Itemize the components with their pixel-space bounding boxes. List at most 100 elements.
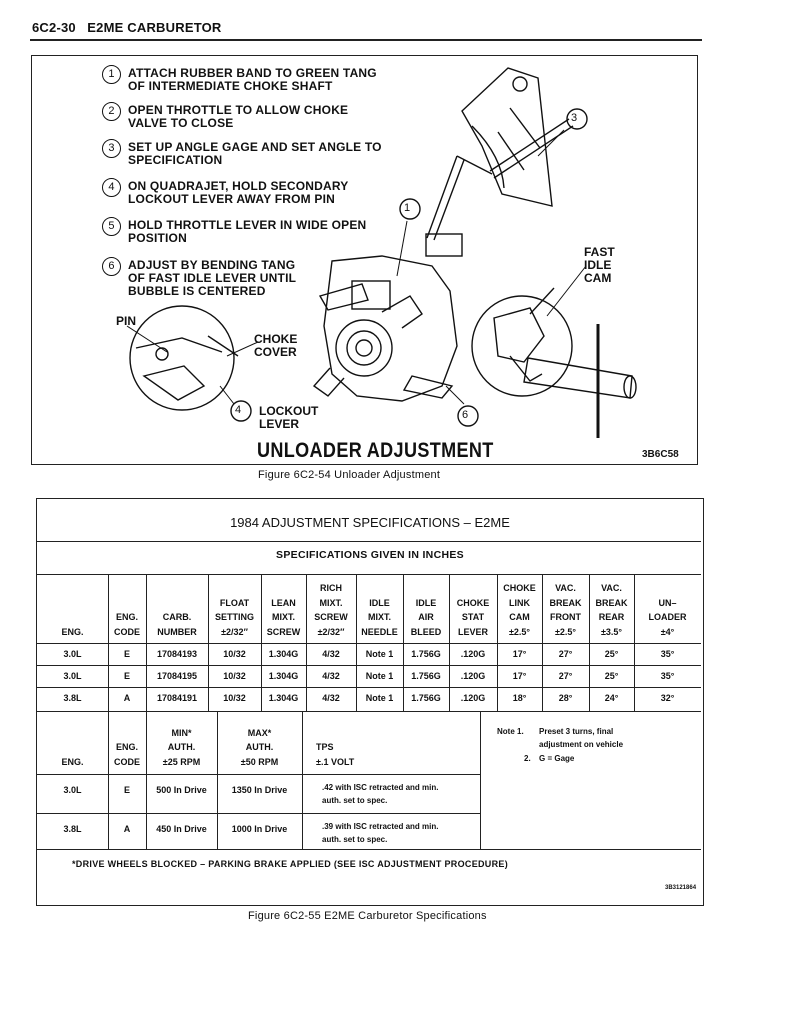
table-cell: 17° xyxy=(512,649,527,659)
note-line: Preset 3 turns, final xyxy=(539,727,614,736)
column-header-line: ENG. xyxy=(115,742,138,752)
column-header-line: MIXT. xyxy=(319,597,343,608)
table-cell: 24° xyxy=(604,693,619,703)
column-header-line: MAX* xyxy=(247,727,272,738)
label-line: CAM xyxy=(584,271,612,285)
table-cell: .120G xyxy=(460,649,486,659)
table-cell: E xyxy=(123,649,130,659)
column-header: MIN*AUTH.±25 RPM xyxy=(146,726,217,770)
step-text: BUBBLE IS CENTERED xyxy=(128,284,266,298)
label-fast-idle-cam: FAST IDLE CAM xyxy=(584,246,615,285)
step-text: HOLD THROTTLE LEVER IN WIDE OPEN xyxy=(128,218,367,232)
column-header-line: ±2.5° xyxy=(508,626,531,637)
table-cell: .120G xyxy=(460,693,486,703)
callout-3: 3 xyxy=(571,112,578,124)
table-cell: 10/32 xyxy=(223,693,246,703)
step-text: OF INTERMEDIATE CHOKE SHAFT xyxy=(128,79,333,93)
table-cell: 10/32 xyxy=(223,649,246,659)
column-header-line: ±4° xyxy=(660,626,675,637)
label-line: LEVER xyxy=(259,417,300,431)
column-header-line: SCREW xyxy=(266,626,301,637)
column-header-line: AUTH. xyxy=(167,742,196,752)
column-header-line: SETTING xyxy=(214,612,254,622)
label-line: COVER xyxy=(254,345,297,359)
table-cell: 3.8L xyxy=(63,693,82,703)
table-cell: .120G xyxy=(460,671,486,681)
column-header-line: LOADER xyxy=(648,612,687,622)
table-cell: 17° xyxy=(512,671,527,681)
table-subtitle: SPECIFICATIONS GIVEN IN INCHES xyxy=(276,549,464,561)
choke-housing xyxy=(335,319,393,377)
column-header-line: FRONT xyxy=(550,612,581,622)
step-number: 1 xyxy=(102,65,121,84)
column-header-line: CHOKE xyxy=(503,583,536,593)
callout-4: 4 xyxy=(235,404,242,416)
column-header-line: ENG. xyxy=(61,626,84,637)
step-text: OPEN THROTTLE TO ALLOW CHOKE xyxy=(128,103,349,117)
column-header: TPS±.1 VOLT xyxy=(302,740,480,769)
tps-line: auth. set to spec. xyxy=(322,835,388,844)
step-number: 2 xyxy=(102,102,121,121)
column-header-line: VAC. xyxy=(555,583,576,593)
column-header-line: BREAK xyxy=(549,597,582,608)
table-cell: 35° xyxy=(660,671,675,681)
table-cell: 4/32 xyxy=(322,671,340,681)
column-header-line: ±.1 VOLT xyxy=(316,756,355,767)
table-cell: E xyxy=(123,785,130,795)
note-line: G = Gage xyxy=(539,754,575,763)
step-6: 6 ADJUST BY BENDING TANG OF FAST IDLE LE… xyxy=(102,257,296,298)
column-header-line: VAC. xyxy=(601,583,622,593)
step-1: 1 ATTACH RUBBER BAND TO GREEN TANG OF IN… xyxy=(102,65,377,93)
column-header-line: CODE xyxy=(113,626,140,637)
step-4: 4 ON QUADRAJET, HOLD SECONDARY LOCKOUT L… xyxy=(102,178,349,206)
label-lockout-lever: LOCKOUT LEVER xyxy=(259,405,318,431)
table-cell: Note 1 xyxy=(365,671,394,681)
angle-gage xyxy=(461,67,553,207)
tps-cell: .42 with ISC retracted and min. auth. set… xyxy=(322,781,438,807)
column-header-line: ±2.5° xyxy=(554,626,577,637)
footnote: *DRIVE WHEELS BLOCKED – PARKING BRAKE AP… xyxy=(72,859,509,869)
figure-code: 3B6C58 xyxy=(642,449,679,460)
column-header-line: ENG. xyxy=(115,612,138,622)
figure-caption: Figure 6C2-54 Unloader Adjustment xyxy=(258,469,441,481)
tps-line: .42 with ISC retracted and min. xyxy=(322,783,439,792)
column-header-line: MIXT. xyxy=(271,612,295,622)
carburetor-illustration xyxy=(126,67,637,438)
column-header: MAX*AUTH.±50 RPM xyxy=(217,726,302,770)
figure-caption: Figure 6C2-55 E2ME Carburetor Specificat… xyxy=(248,910,487,922)
step-number: 4 xyxy=(102,178,121,197)
column-header-line: ±2/32″ xyxy=(317,626,345,637)
step-number: 5 xyxy=(102,217,121,236)
table-cell: 17084195 xyxy=(156,671,198,681)
table-cell: A xyxy=(123,824,131,834)
column-header-line: FLOAT xyxy=(219,597,250,608)
label-line: LOCKOUT xyxy=(259,404,319,418)
table-cell: Note 1 xyxy=(365,693,394,703)
column-header-line: IDLE xyxy=(369,597,390,608)
tps-line: auth. set to spec. xyxy=(322,796,388,805)
table-cell: 25° xyxy=(604,671,619,681)
figure-code: 3B3121864 xyxy=(665,885,697,891)
table-cell: 1.304G xyxy=(268,693,299,703)
table-cell: 1.304G xyxy=(268,649,299,659)
note-number: Note 1. xyxy=(497,727,524,736)
table-cell: 1.756G xyxy=(411,671,441,681)
tps-line: .39 with ISC retracted and min. xyxy=(322,822,439,831)
table-title: 1984 ADJUSTMENT SPECIFICATIONS – E2ME xyxy=(230,515,510,530)
column-header: UN–LOADER±4° xyxy=(634,596,701,640)
column-header-line: LEAN xyxy=(271,597,296,608)
section-title: E2ME CARBURETOR xyxy=(87,20,222,35)
figure-unloader-adjustment: 1 ATTACH RUBBER BAND TO GREEN TANG OF IN… xyxy=(31,55,698,465)
table-cell: 3.0L xyxy=(63,649,82,659)
table-cell: 3.0L xyxy=(63,671,82,681)
note-line: adjustment on vehicle xyxy=(539,740,624,749)
step-2: 2 OPEN THROTTLE TO ALLOW CHOKE VALVE TO … xyxy=(102,102,349,130)
label-line: IDLE xyxy=(584,258,612,272)
column-header-line: AUTH. xyxy=(245,742,274,752)
column-header-line: NUMBER xyxy=(157,626,197,637)
step-text: SET UP ANGLE GAGE AND SET ANGLE TO xyxy=(128,140,382,154)
step-text: LOCKOUT LEVER AWAY FROM PIN xyxy=(128,192,335,206)
column-header-line: ±2/32″ xyxy=(221,626,248,637)
